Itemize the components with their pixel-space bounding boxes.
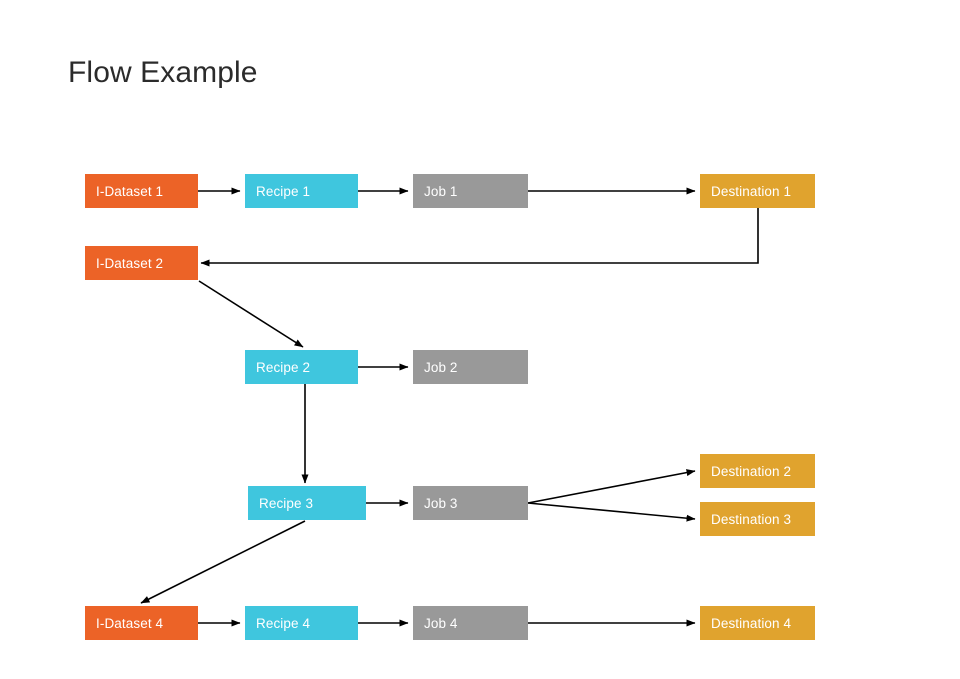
flow-node-job3[interactable]: Job 3 bbox=[413, 486, 528, 520]
flow-node-label: Job 1 bbox=[424, 183, 458, 199]
edge-group bbox=[140, 187, 759, 627]
flow-node-job4[interactable]: Job 4 bbox=[413, 606, 528, 640]
flow-node-recipe3[interactable]: Recipe 3 bbox=[248, 486, 366, 520]
flow-node-recipe2[interactable]: Recipe 2 bbox=[245, 350, 358, 384]
flow-node-job1[interactable]: Job 1 bbox=[413, 174, 528, 208]
flow-node-label: Job 4 bbox=[424, 615, 458, 631]
flow-node-label: Recipe 3 bbox=[259, 495, 314, 511]
flow-node-destination3[interactable]: Destination 3 bbox=[700, 502, 815, 536]
flow-node-label: I-Dataset 4 bbox=[96, 615, 164, 631]
flow-node-destination2[interactable]: Destination 2 bbox=[700, 454, 815, 488]
flow-node-dataset1[interactable]: I-Dataset 1 bbox=[85, 174, 198, 208]
flow-node-dataset4[interactable]: I-Dataset 4 bbox=[85, 606, 198, 640]
flow-node-label: Recipe 4 bbox=[256, 615, 311, 631]
page-title: Flow Example bbox=[68, 56, 258, 89]
flow-node-destination1[interactable]: Destination 1 bbox=[700, 174, 815, 208]
flow-node-destination4[interactable]: Destination 4 bbox=[700, 606, 815, 640]
flow-edge-destination1-to-dataset2 bbox=[200, 208, 759, 267]
flow-edge-job3-to-destination3 bbox=[527, 502, 696, 522]
flow-node-job2[interactable]: Job 2 bbox=[413, 350, 528, 384]
flow-node-label: I-Dataset 2 bbox=[96, 255, 164, 271]
flow-node-label: Job 3 bbox=[424, 495, 458, 511]
flow-node-recipe4[interactable]: Recipe 4 bbox=[245, 606, 358, 640]
flow-node-label: Recipe 2 bbox=[256, 359, 311, 375]
flow-edge-recipe3-to-dataset4 bbox=[140, 520, 306, 604]
flow-node-label: Destination 4 bbox=[711, 615, 792, 631]
flow-node-label: Destination 2 bbox=[711, 463, 792, 479]
flow-node-label: Destination 1 bbox=[711, 183, 792, 199]
flow-edge-dataset2-to-recipe2 bbox=[198, 280, 304, 348]
flow-node-dataset2[interactable]: I-Dataset 2 bbox=[85, 246, 198, 280]
flow-node-recipe1[interactable]: Recipe 1 bbox=[245, 174, 358, 208]
flow-node-label: Job 2 bbox=[424, 359, 458, 375]
flow-node-label: Destination 3 bbox=[711, 511, 792, 527]
flow-edge-job3-to-destination2 bbox=[527, 469, 696, 504]
flow-node-label: I-Dataset 1 bbox=[96, 183, 164, 199]
flow-node-label: Recipe 1 bbox=[256, 183, 311, 199]
